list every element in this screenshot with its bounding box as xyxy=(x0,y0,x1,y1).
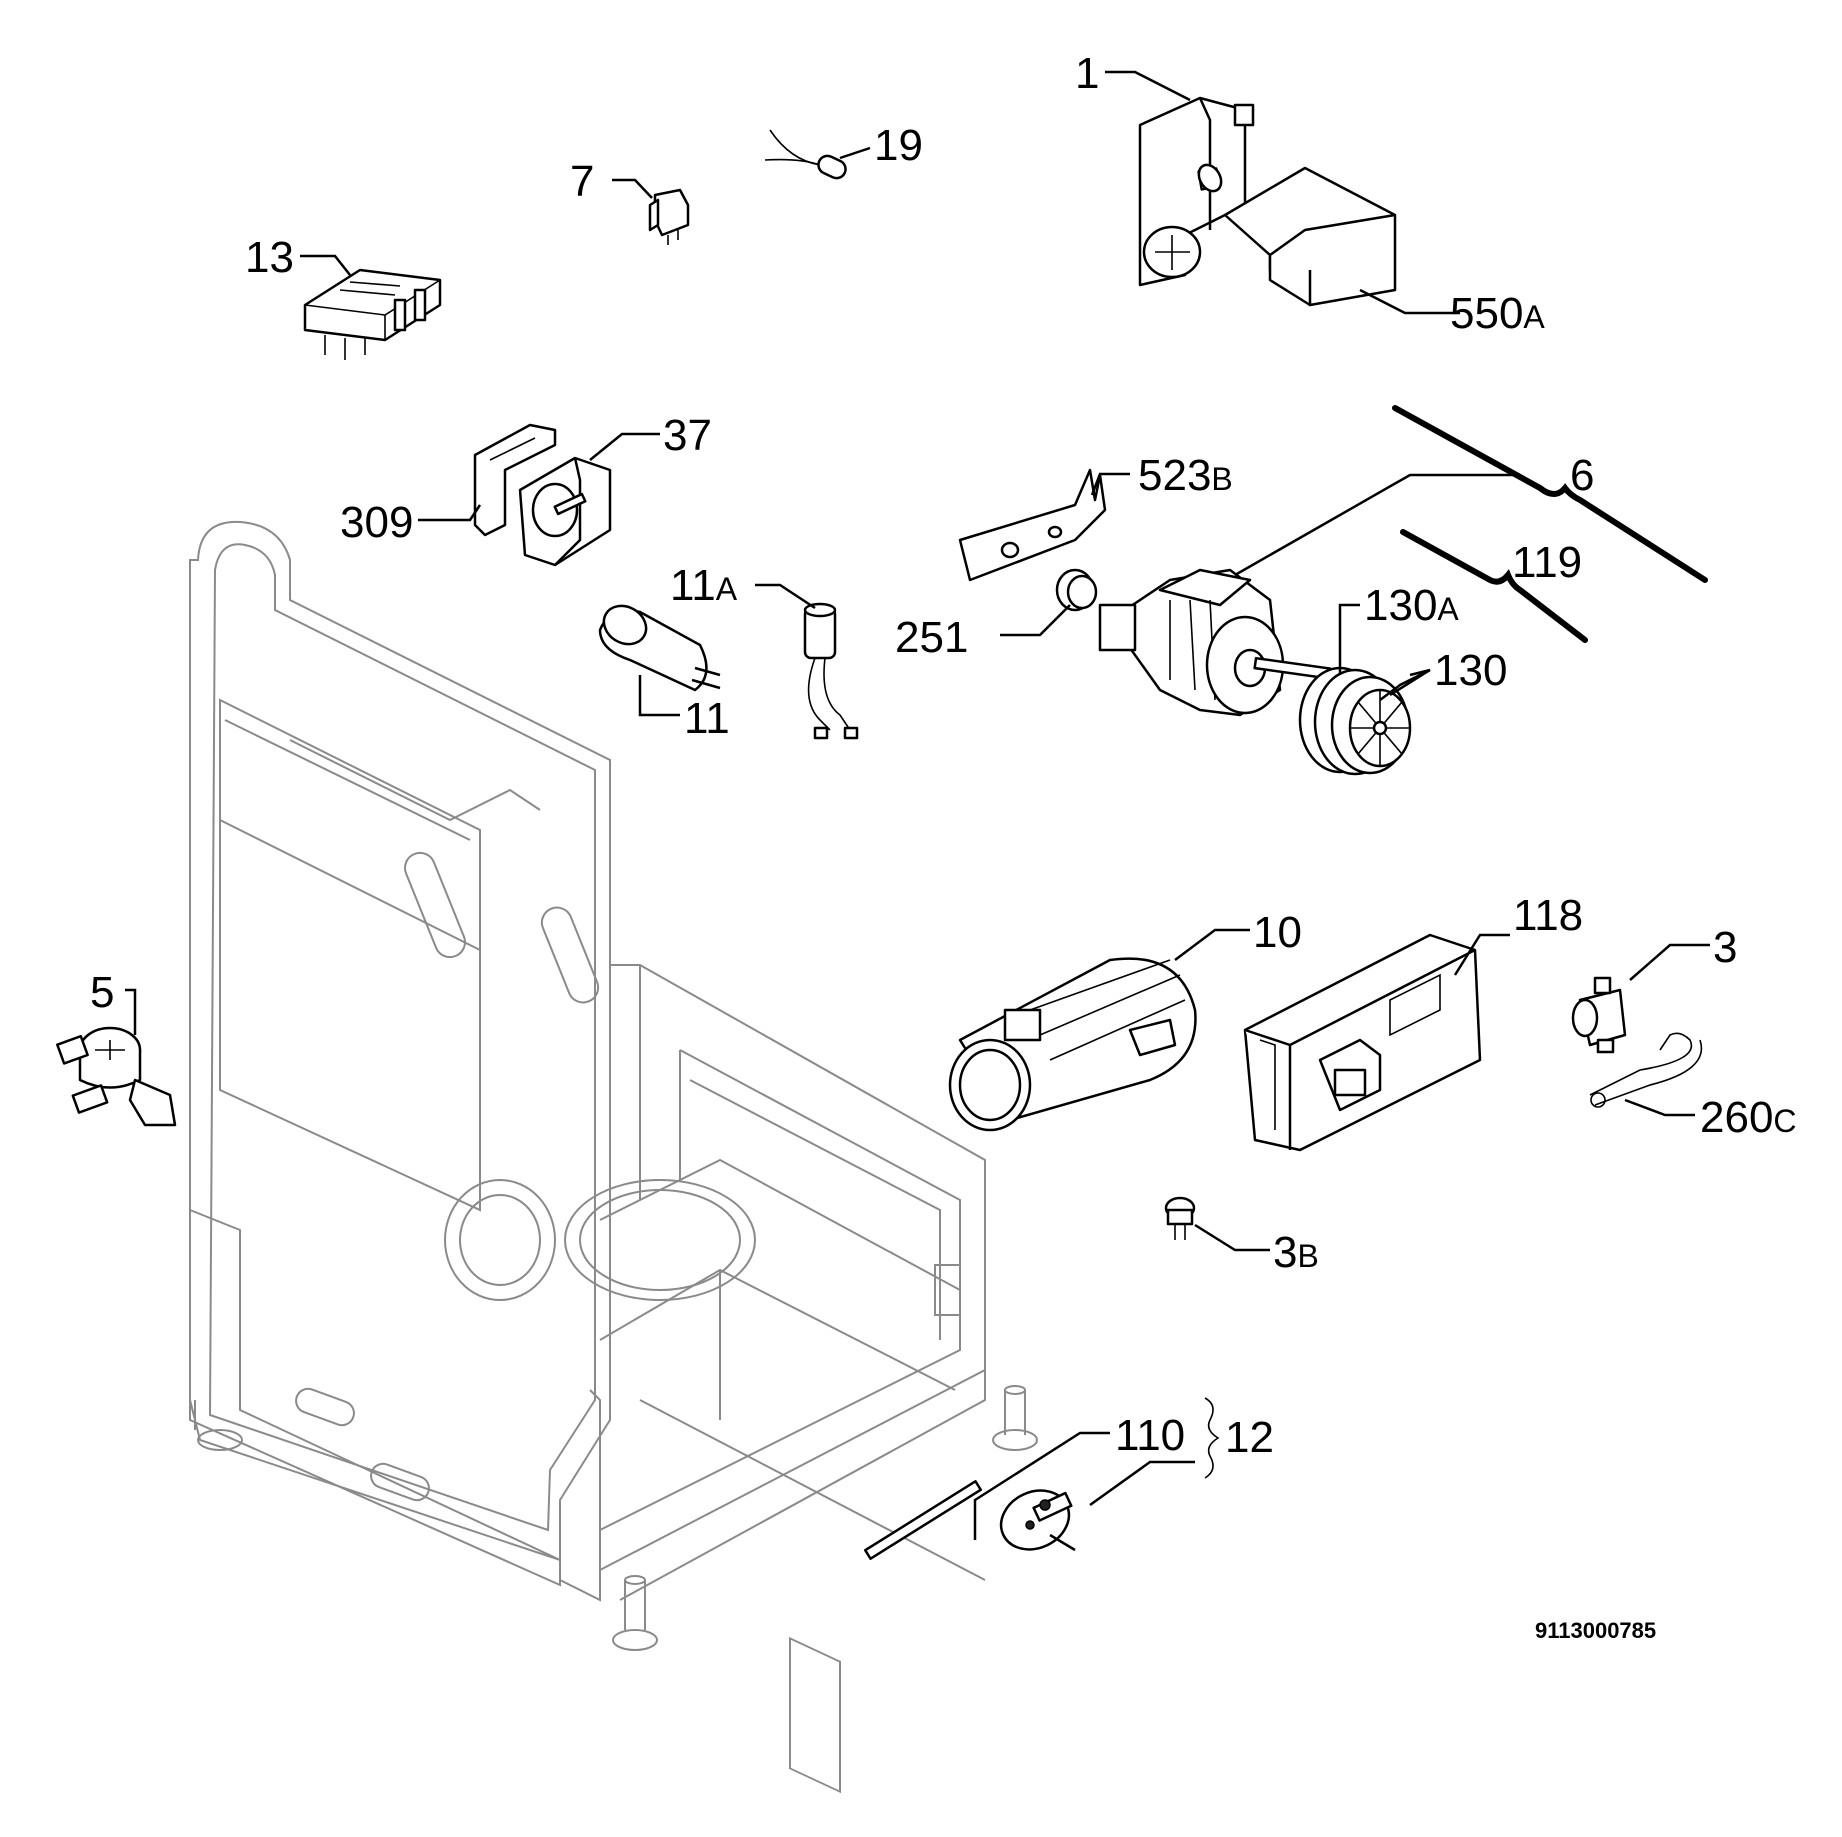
label-550a: 550A xyxy=(1450,289,1545,338)
sensor-19 xyxy=(764,129,847,180)
label-119: 119 xyxy=(1512,538,1582,587)
label-6: 6 xyxy=(1570,451,1594,500)
label-118: 118 xyxy=(1513,891,1583,940)
dishwasher-frame xyxy=(189,520,1038,1794)
thermostat-3 xyxy=(1571,976,1627,1054)
label-130a: 130A xyxy=(1364,581,1459,630)
inlet-valve-5 xyxy=(56,1026,177,1127)
plug-251 xyxy=(1055,568,1098,612)
drawing-number: 9113000785 xyxy=(1535,1618,1656,1643)
label-19: 19 xyxy=(874,121,923,170)
thermostat-3b xyxy=(1164,1196,1196,1240)
clip-260c xyxy=(1589,1032,1703,1108)
bracket-523b xyxy=(958,468,1107,582)
label-260c: 260C xyxy=(1700,1093,1797,1142)
assembly-braces xyxy=(1204,405,1708,1479)
microswitch-7 xyxy=(648,188,690,245)
timer-part xyxy=(1138,96,1255,287)
label-5: 5 xyxy=(90,968,114,1017)
cover-550a xyxy=(1223,166,1397,307)
suppressor-11a xyxy=(803,602,859,740)
transformer-37 xyxy=(518,456,612,567)
label-130: 130 xyxy=(1434,646,1507,695)
label-523b: 523B xyxy=(1138,451,1233,500)
capacitor-11 xyxy=(598,604,721,692)
pump-motor-6 xyxy=(1098,568,1332,717)
impeller-130 xyxy=(1298,666,1412,776)
label-3b: 3B xyxy=(1273,1228,1319,1277)
pressure-switch-12 xyxy=(863,1480,1076,1560)
label-3: 3 xyxy=(1713,923,1737,972)
label-110: 110 xyxy=(1115,1411,1185,1460)
label-7: 7 xyxy=(570,157,594,206)
label-13: 13 xyxy=(245,233,294,282)
label-251: 251 xyxy=(895,613,968,662)
label-37: 37 xyxy=(663,411,712,460)
label-11a: 11A xyxy=(670,561,738,610)
label-10: 10 xyxy=(1253,908,1302,957)
label-1: 1 xyxy=(1075,49,1099,98)
switch-block-13 xyxy=(303,268,442,360)
label-309: 309 xyxy=(340,498,413,547)
heater-10 xyxy=(948,957,1197,1132)
part-labels: 1 19 7 13 550A 37 309 523B 6 119 11A 251… xyxy=(90,49,1797,1643)
softener-118 xyxy=(1243,933,1482,1152)
label-11: 11 xyxy=(684,694,730,743)
bracket-309 xyxy=(473,423,557,537)
label-12: 12 xyxy=(1225,1413,1274,1462)
leader-lines xyxy=(125,70,1710,1540)
